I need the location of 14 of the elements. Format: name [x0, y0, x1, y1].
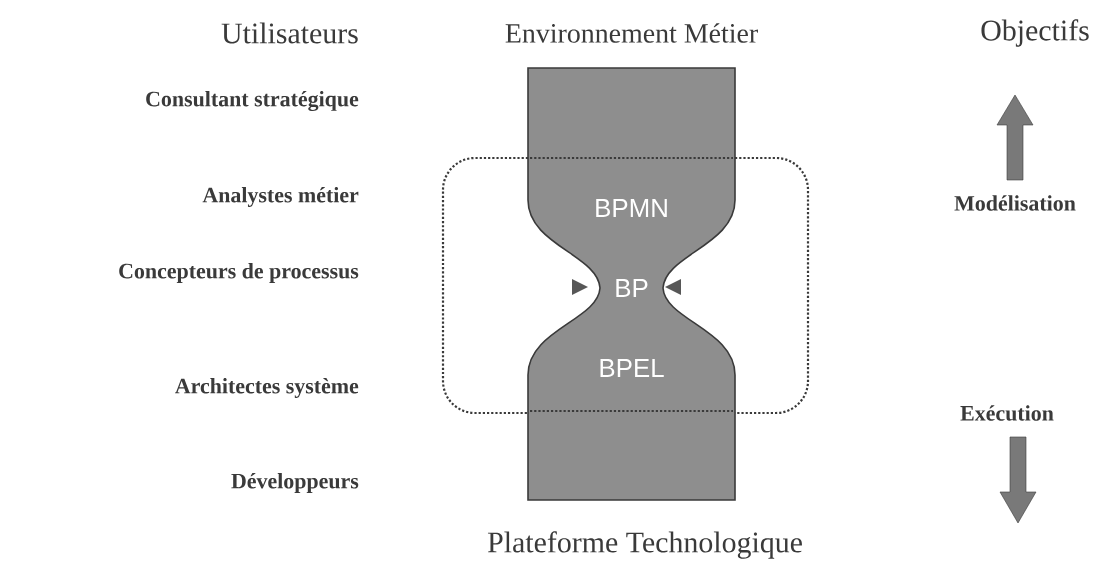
label: Concepteurs de processus — [119, 263, 359, 283]
shape-label: BPEL — [600, 359, 664, 377]
column-heading: Objectifs — [981, 19, 1089, 47]
label: Développeurs — [231, 473, 359, 493]
label: Consultant stratégique — [146, 90, 359, 112]
label: Analystes métier — [202, 187, 359, 207]
label: Modélisation — [954, 195, 1076, 211]
label: Architectes système — [175, 378, 359, 398]
heading: Plateforme Technologique — [487, 531, 802, 559]
label: Exécution — [960, 405, 1054, 421]
shape-label: BP — [616, 279, 648, 297]
column-heading: Utilisateurs — [221, 22, 358, 44]
shape-label: BPMN — [596, 199, 667, 217]
heading: Environnement Métier — [505, 23, 758, 43]
